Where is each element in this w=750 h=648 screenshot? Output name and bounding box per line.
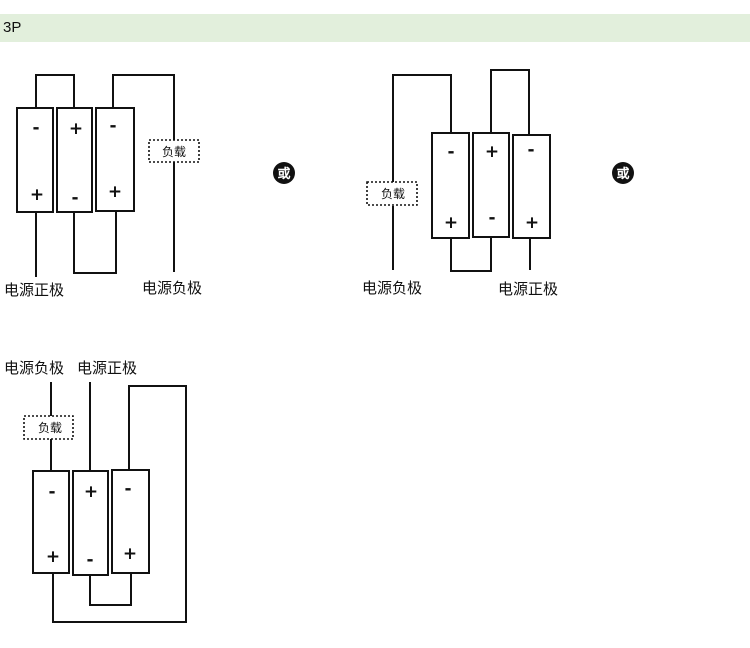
battery-2 [72,470,109,576]
load-box [366,181,418,206]
battery-1-bottom-sign: + [444,213,458,233]
battery-2-bottom-sign: - [71,188,78,208]
diagram-3: - + + - - + 负载 电源负极 电源正极 [4,359,187,623]
diagram-2: - + + - - + 负载 电源负极 电源正极 [362,69,558,298]
positive-terminal-label: 电源正极 [77,359,137,377]
wire-b1-b2-bottom [450,237,492,272]
battery-3 [111,469,150,574]
or-badge-icon [612,162,634,184]
positive-terminal-label: 电源正极 [4,281,64,299]
battery-2 [56,107,93,213]
battery-3-bottom-sign: + [123,544,137,564]
battery-1-top-sign: - [48,482,55,502]
battery-2-bottom-sign: - [86,550,93,570]
battery-2-bottom-sign: - [488,208,495,228]
negative-terminal-label: 电源负极 [4,359,64,377]
wire-b2-b3-bottom [73,211,117,274]
battery-2-top-sign: + [485,142,499,162]
battery-1 [32,470,70,574]
load-label: 负载 [381,187,405,201]
section-title: 3P [3,19,22,36]
battery-1 [431,132,470,239]
battery-2-top-sign: + [69,119,83,139]
battery-3-top-sign: - [527,140,534,160]
load-box [23,415,74,440]
battery-3-bottom-sign: + [108,182,122,202]
load-label: 负载 [162,145,186,159]
battery-1 [16,107,54,213]
or-text: 或 [616,166,629,182]
wire-b1-top-to-load [392,74,452,182]
positive-terminal-label: 电源正极 [498,280,558,298]
wire-b2-b3-bottom [89,573,132,606]
or-separator-1: 或 [273,162,295,184]
battery-1-bottom-sign: + [30,185,44,205]
or-separator-2: 或 [612,162,634,184]
battery-3-top-sign: - [109,116,116,136]
battery-3 [512,134,551,239]
battery-3-top-sign: - [124,479,131,499]
negative-terminal-label: 电源负极 [142,279,202,297]
battery-1-bottom-sign: + [46,547,60,567]
wire-b3-top-to-b1-bottom [52,385,187,623]
battery-3-bottom-sign: + [525,213,539,233]
wire-b2-b3-top [490,69,530,135]
negative-terminal-label: 电源负极 [362,279,422,297]
load-label: 负载 [38,421,62,435]
section-header: 3P [0,14,750,42]
battery-1-top-sign: - [447,142,454,162]
battery-1-top-sign: - [32,118,39,138]
or-text: 或 [277,166,290,182]
wire-b1-b2-top [35,74,75,108]
battery-2-top-sign: + [84,482,98,502]
or-badge-icon [273,162,295,184]
battery-2 [472,132,510,238]
battery-3 [95,107,135,212]
wire-b3-top-to-load [112,74,175,140]
diagram-1: - + + - - + 负载 电源正极 电源负极 [4,74,202,299]
load-box [148,139,200,163]
